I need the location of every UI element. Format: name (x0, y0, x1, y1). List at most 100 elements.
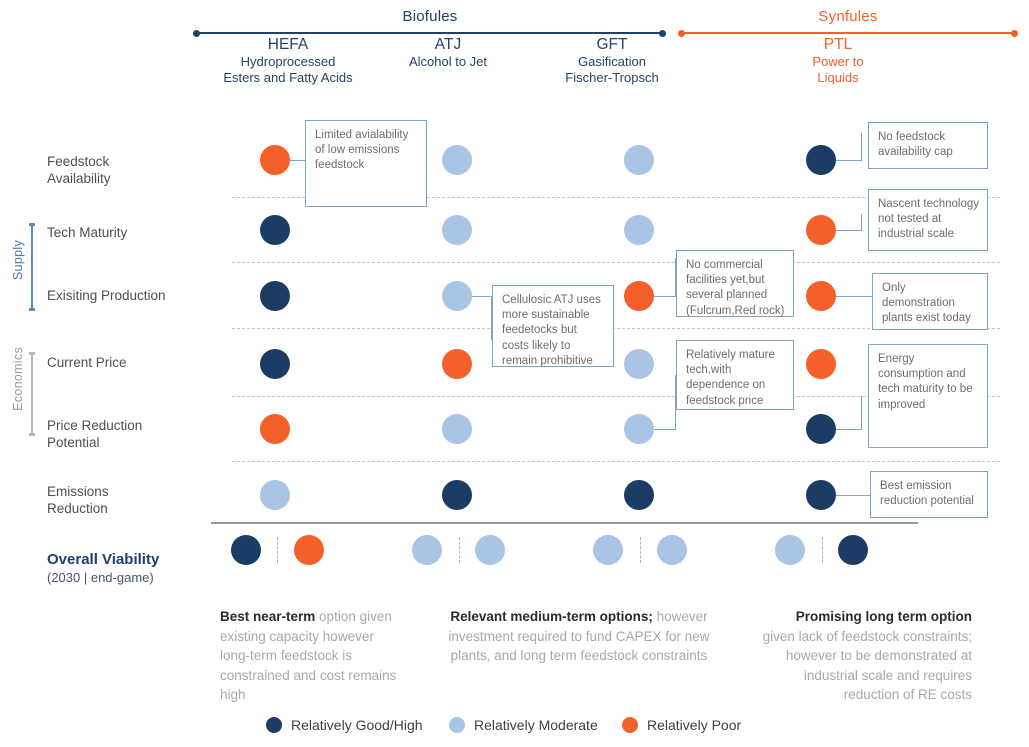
dot-feedstock-availability-atj[interactable] (442, 145, 472, 175)
dot-feedstock-availability-hefa[interactable] (260, 145, 290, 175)
row-separator-3 (232, 328, 1000, 329)
row-label-line1: Emissions (47, 484, 109, 499)
column-abbr: HEFA (267, 36, 309, 53)
overall-dot-gft-2030[interactable] (593, 535, 623, 565)
category-bar-synfuels (678, 29, 1018, 37)
leader-demonstration-plants (836, 296, 872, 297)
overall-dot-ptl-endgame[interactable] (838, 535, 868, 565)
column-full-line1: Gasification (578, 54, 646, 70)
callout-cellulosic-atj: Cellulosic ATJ uses more sustainable fee… (492, 285, 614, 367)
overall-viability-subtitle: (2030 | end-game) (47, 570, 154, 585)
summary-rest: option given existing capacity however l… (220, 609, 397, 703)
column-abbr: ATJ (434, 36, 462, 53)
overall-divider-ptl (822, 537, 823, 563)
dot-price-reduction-potential-gft[interactable] (624, 414, 654, 444)
category-label-biofuels: Biofules (402, 8, 458, 25)
dot-tech-maturity-gft[interactable] (624, 215, 654, 245)
dot-emissions-reduction-hefa[interactable] (260, 480, 290, 510)
overall-dot-atj-endgame[interactable] (475, 535, 505, 565)
dot-existing-production-ptl[interactable] (806, 281, 836, 311)
row-label-line2: Potential (47, 434, 100, 450)
callout-nascent-tech: Nascent technology not tested at industr… (868, 189, 988, 251)
leader-cellulosic-atj (472, 296, 492, 297)
leader-no-feedstock-cap (836, 160, 862, 161)
leader-no-commercial (654, 296, 676, 297)
leader-nascent-tech (836, 230, 862, 231)
callout-no-commercial: No commercial facilities yet,but several… (676, 250, 794, 317)
legend-label-moderate: Relatively Moderate (474, 717, 598, 733)
summary-rest: given lack of feedstock constraints; how… (762, 628, 972, 703)
dot-price-reduction-potential-hefa[interactable] (260, 414, 290, 444)
dot-price-reduction-potential-ptl[interactable] (806, 414, 836, 444)
overall-viability-rule (211, 522, 918, 524)
leader-relatively-mature (654, 429, 676, 430)
row-label-line1: Price Reduction (47, 418, 143, 433)
row-label-current-price: Current Price (47, 355, 127, 372)
column-full-line1: Power to (812, 54, 864, 70)
legend-swatch-good-icon (266, 717, 282, 733)
column-full-line2: Esters and Fatty Acids (223, 69, 353, 85)
leader-limited-feedstock (290, 160, 306, 161)
overall-divider-atj (459, 537, 460, 563)
summary-lead: Promising long term option (795, 609, 972, 624)
bar-cap-left (193, 29, 200, 37)
legend-label-good: Relatively Good/High (291, 717, 423, 733)
legend-swatch-poor-icon (622, 717, 638, 733)
row-label-line1: Exisiting Production (47, 288, 166, 303)
group-label-economics: Economics (11, 347, 25, 411)
leader-nascent-tech-vert (861, 214, 862, 231)
row-separator-4 (232, 396, 1000, 397)
group-label-supply: Supply (11, 240, 25, 281)
callout-energy-consumption: Energy consumption and tech maturity to … (868, 344, 988, 448)
dot-current-price-ptl[interactable] (806, 349, 836, 379)
category-label-synfuels: Synfules (818, 8, 878, 25)
leader-no-feedstock-cap-vert (861, 133, 862, 161)
dot-current-price-gft[interactable] (624, 349, 654, 379)
column-abbr: PTL (823, 36, 853, 53)
summary-lead: Best near-term (220, 609, 316, 624)
dot-tech-maturity-hefa[interactable] (260, 215, 290, 245)
column-header-hefa: HEFA Hydroprocessed Esters and Fatty Aci… (182, 36, 394, 85)
row-label-line1: Tech Maturity (47, 225, 128, 240)
dot-feedstock-availability-ptl[interactable] (806, 145, 836, 175)
row-label-emissions-reduction: Emissions Reduction (47, 484, 109, 518)
overall-dot-gft-endgame[interactable] (657, 535, 687, 565)
dot-current-price-hefa[interactable] (260, 349, 290, 379)
dot-existing-production-gft[interactable] (624, 281, 654, 311)
column-header-atj: ATJ Alcohol to Jet (367, 36, 529, 70)
column-abbr: GFT (596, 36, 628, 53)
legend-item-moderate: Relatively Moderate (449, 717, 598, 733)
dot-price-reduction-potential-atj[interactable] (442, 414, 472, 444)
overall-dot-hefa-endgame[interactable] (294, 535, 324, 565)
dot-tech-maturity-atj[interactable] (442, 215, 472, 245)
row-label-price-reduction-potential: Price Reduction Potential (47, 418, 142, 452)
legend-label-poor: Relatively Poor (647, 717, 742, 733)
row-label-existing-production: Exisiting Production (47, 288, 166, 305)
overall-dot-atj-2030[interactable] (412, 535, 442, 565)
dot-emissions-reduction-atj[interactable] (442, 480, 472, 510)
bar-cap-right (1011, 29, 1018, 37)
overall-dot-ptl-2030[interactable] (775, 535, 805, 565)
dot-feedstock-availability-gft[interactable] (624, 145, 654, 175)
category-bar-biofuels (193, 29, 666, 37)
column-full-line2: Liquids (817, 69, 859, 85)
row-separator-1 (232, 197, 1000, 198)
dot-existing-production-hefa[interactable] (260, 281, 290, 311)
row-label-line2: Reduction (47, 500, 108, 516)
summary-hefa: Best near-term option given existing cap… (220, 607, 400, 705)
bar-cap-right (659, 29, 666, 37)
legend-item-poor: Relatively Poor (622, 717, 741, 733)
dot-existing-production-atj[interactable] (442, 281, 472, 311)
overall-dot-hefa-2030[interactable] (231, 535, 261, 565)
dot-tech-maturity-ptl[interactable] (806, 215, 836, 245)
row-label-line2: Availability (47, 170, 111, 186)
column-full-line1: Hydroprocessed (240, 54, 336, 70)
dot-emissions-reduction-ptl[interactable] (806, 480, 836, 510)
dot-current-price-atj[interactable] (442, 349, 472, 379)
callout-no-feedstock-cap: No feedstock availability cap (868, 122, 988, 169)
column-full-line1: Alcohol to Jet (408, 54, 488, 70)
leader-energy-consumption-vert (861, 396, 862, 430)
summary-ptl: Promising long term option given lack of… (760, 607, 972, 705)
callout-limited-feedstock: Limited avialability of low emissions fe… (305, 120, 427, 207)
dot-emissions-reduction-gft[interactable] (624, 480, 654, 510)
